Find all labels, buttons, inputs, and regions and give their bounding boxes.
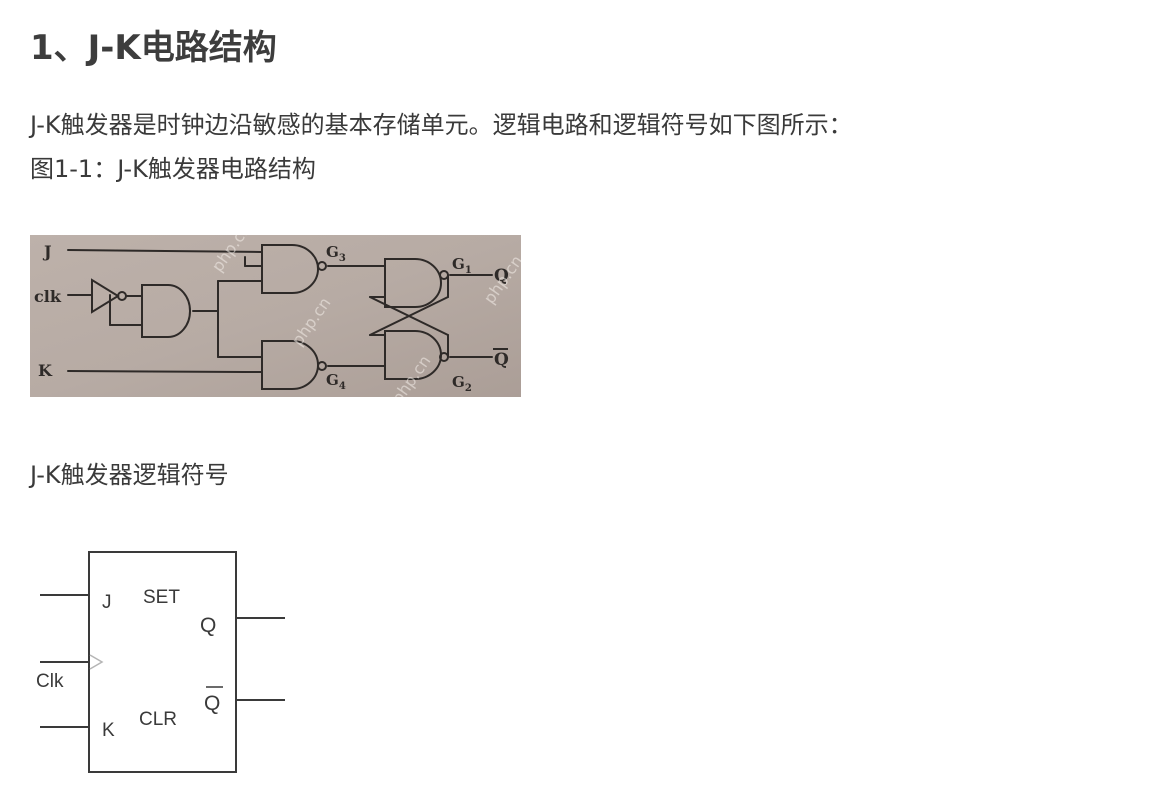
figure-caption: 图1-1：J-K触发器电路结构 — [30, 155, 316, 183]
intro-paragraph: J-K触发器是时钟边沿敏感的基本存储单元。逻辑电路和逻辑符号如下图所示： — [30, 111, 853, 139]
jk-logic-symbol: J SET Q Clk K CLR Q — [30, 540, 300, 780]
output-label-q-bar: Q — [494, 350, 509, 370]
output-label-q: Q — [494, 266, 509, 286]
gate-label-g3: G3 — [326, 243, 346, 264]
jk-circuit-photo: J clk K G3 G4 G1 G2 Q Q php.cn php.cn ph… — [30, 235, 521, 397]
gate-label-g1: G1 — [452, 255, 472, 276]
inverter-gate — [91, 278, 127, 314]
circuit-label-j: J — [42, 242, 52, 261]
nand-gate-g1 — [384, 258, 449, 308]
gate-label-g2: G2 — [452, 373, 472, 394]
symbol-label-clr: CLR — [139, 709, 177, 730]
nand-gate-g4 — [261, 340, 327, 390]
symbol-label-q-bar: Q — [204, 692, 220, 715]
photo-paper-background — [30, 235, 521, 397]
nand-gate-g2 — [384, 330, 449, 380]
gate-label-g4: G4 — [326, 371, 346, 392]
symbol-label-q: Q — [200, 614, 216, 637]
circuit-label-clk: clk — [34, 287, 62, 306]
clock-edge-triangle — [89, 654, 104, 670]
logic-symbol-title: J-K触发器逻辑符号 — [30, 461, 229, 489]
symbol-label-clk: Clk — [36, 671, 64, 692]
symbol-label-k: K — [102, 720, 115, 741]
clock-and-gate — [141, 284, 191, 338]
section-heading: 1、J-K电路结构 — [30, 28, 277, 68]
symbol-label-set: SET — [143, 587, 180, 608]
circuit-label-k: K — [38, 361, 53, 380]
nand-gate-g3 — [261, 244, 327, 294]
symbol-label-j: J — [102, 592, 112, 613]
